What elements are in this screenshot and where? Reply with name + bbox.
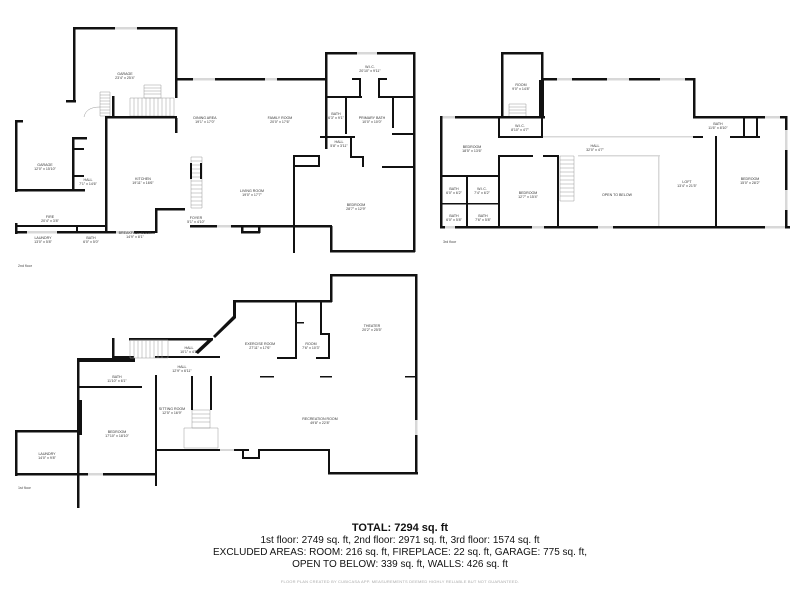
room-dim: 6'0" x 6'2"	[446, 191, 462, 195]
room-label: GARAGE	[117, 72, 133, 76]
disclaimer: FLOOR PLAN CREATED BY CUBICASA APP. MEAS…	[280, 579, 520, 584]
room-dim: 27'11" x 17'6"	[249, 346, 271, 350]
room-dim: 10'1" x 4'3"	[180, 350, 198, 354]
room-label: BEDROOM	[347, 203, 366, 207]
room-label: W.I.C.	[515, 124, 525, 128]
excluded-areas: EXCLUDED AREAS: ROOM: 216 sq. ft, FIREPL…	[212, 547, 588, 558]
room-dim: 28'7" x 12'9"	[346, 207, 366, 211]
room-labels: GARAGE 23'4" x 25'4" GARAGE 12'0" x 15'1…	[34, 65, 760, 460]
room-label: BEDROOM	[741, 177, 760, 181]
room-dim: 7'4" x 6'2"	[474, 191, 490, 195]
room-label: PRIMARY BATH	[359, 116, 386, 120]
room-dim: 8'10" x 4'7"	[511, 128, 529, 132]
room-label: DINING AREA	[193, 116, 217, 120]
floor-areas: 1st floor: 2749 sq. ft, 2nd floor: 2971 …	[260, 535, 540, 546]
room-dim: 19'1" x 17'0"	[195, 120, 215, 124]
room-dim: 20'4" x 3'8"	[41, 219, 59, 223]
room-dim: 12'7" x 15'4"	[518, 195, 538, 199]
room-label: BEDROOM	[519, 191, 538, 195]
room-dim: 20'0" x 17'6"	[270, 120, 290, 124]
room-label: BEDROOM	[463, 145, 482, 149]
second-floor-plan: 2nd floor	[15, 27, 416, 268]
room-dim: 14'0" x 9'8"	[38, 456, 56, 460]
room-dim: 5'1" x 4'10"	[187, 220, 205, 224]
room-dim: 14'9" x 8'1"	[126, 235, 144, 239]
room-label: BATH	[331, 112, 341, 116]
room-label: FOYER	[190, 216, 203, 220]
first-floor-plan: 1st floor	[15, 274, 418, 508]
room-label: ROOM	[515, 83, 526, 87]
floor-label-3rd: 3rd floor	[443, 240, 457, 244]
third-floor-plan: 3rd floor	[440, 52, 790, 244]
room-dim: 15'0" x 28'2"	[740, 181, 760, 185]
room-label: BATH	[449, 187, 459, 191]
room-dim: 11'6" x 8'10"	[708, 126, 728, 130]
room-label: GARAGE	[37, 163, 53, 167]
room-label: KITCHEN	[135, 177, 151, 181]
room-dim: 12'9" x 6'11"	[172, 369, 192, 373]
room-label: LOFT	[682, 180, 692, 184]
room-dim: 18'5" x 13'6"	[462, 149, 482, 153]
room-label: THEATER	[364, 324, 381, 328]
room-label: LAUNDRY	[38, 452, 56, 456]
room-label: BATH	[478, 214, 488, 218]
room-label: BATH	[449, 214, 459, 218]
room-label: LAUNDRY	[34, 236, 52, 240]
room-label: FIRE	[46, 215, 55, 219]
room-label: BATH	[713, 122, 723, 126]
room-dim: 6'3" x 9'1"	[328, 116, 344, 120]
room-dim: 12'0" x 15'10"	[34, 167, 56, 171]
area-summary: TOTAL: 7294 sq. ft 1st floor: 2749 sq. f…	[0, 522, 800, 584]
room-dim: 13'0" x 5'8"	[34, 240, 52, 244]
room-label: LIVING ROOM	[240, 189, 264, 193]
room-dim: 20'2" x 25'5"	[362, 328, 382, 332]
room-dim: 6'0" x 5'8"	[446, 218, 462, 222]
room-label: ROOM	[305, 342, 316, 346]
room-label: HALL	[335, 140, 344, 144]
room-label: HALL	[178, 365, 187, 369]
room-label: HALL	[84, 178, 93, 182]
room-dim: 20'10" x 9'11"	[359, 69, 381, 73]
excluded-areas-cont: OPEN TO BELOW: 339 sq. ft, WALLS: 426 sq…	[292, 559, 508, 570]
room-dim: 7'6" x 10'3"	[302, 346, 320, 350]
room-label: EXERCISE ROOM	[245, 342, 275, 346]
floor-label-1st: 1st floor	[18, 486, 32, 490]
room-label: BREAKFAST NOOK	[119, 231, 152, 235]
room-label: BATH	[86, 236, 96, 240]
room-dim: 9'0" x 14'8"	[512, 87, 530, 91]
room-dim: 11'10" x 6'1"	[107, 379, 127, 383]
room-label: HALL	[185, 346, 194, 350]
room-dim: 17'10" x 18'10"	[105, 434, 129, 438]
room-dim: 5'8" x 3'11"	[330, 144, 348, 148]
total-area: TOTAL: 7294 sq. ft	[351, 522, 449, 534]
room-label: W.I.C.	[477, 187, 487, 191]
room-dim: 13'4" x 21'5"	[677, 184, 697, 188]
room-dim: 7'1" x 14'6"	[79, 182, 97, 186]
room-label: BEDROOM	[108, 430, 127, 434]
room-label: W.I.C.	[365, 65, 375, 69]
room-dim: 19'11" x 16'6"	[132, 181, 154, 185]
room-label: RECREATION ROOM	[302, 417, 337, 421]
room-label: HALL	[591, 144, 600, 148]
room-dim: 49'8" x 22'8"	[310, 421, 330, 425]
room-label: BATH	[112, 375, 122, 379]
room-dim: 10'0" x 10'0"	[362, 120, 382, 124]
room-dim: 23'4" x 25'4"	[115, 76, 135, 80]
room-dim: 19'0" x 17'7"	[242, 193, 262, 197]
room-dim: 7'6" x 5'8"	[475, 218, 491, 222]
room-label: SITTING ROOM	[159, 407, 185, 411]
room-label: OPEN TO BELOW	[602, 193, 633, 197]
room-dim: 32'0" x 4'7"	[586, 148, 604, 152]
room-dim: 12'5" x 16'9"	[162, 411, 182, 415]
room-label: FAMILY ROOM	[268, 116, 293, 120]
floor-label-2nd: 2nd floor	[18, 264, 33, 268]
room-dim: 6'0" x 5'0"	[83, 240, 99, 244]
